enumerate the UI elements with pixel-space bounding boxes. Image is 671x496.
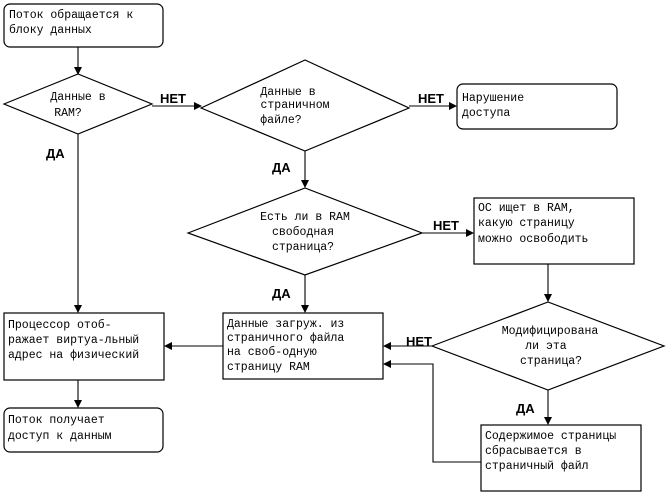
- decision-page-modified-line-2: ли эта: [525, 340, 567, 353]
- node-thread-access-line-2: доступ к данным: [8, 430, 112, 443]
- decision-free-page-line-3: страница?: [272, 241, 334, 254]
- decision-free-page-line-2: свободная: [272, 226, 334, 239]
- edge-pagefile-yes: ДА: [272, 151, 309, 188]
- node-access-violation-line-1: Нарушение: [462, 92, 524, 105]
- edge-in-ram-no: НЕТ: [152, 91, 202, 110]
- decision-free-page: Есть ли в RAM свободная страница?: [186, 187, 424, 276]
- decision-in-pagefile-line-2: страничном: [260, 99, 329, 112]
- decision-in-pagefile: Данные в страничном файле?: [199, 59, 411, 152]
- node-processor-map-line-1: Процессор отоб-: [8, 319, 112, 332]
- decision-in-ram: Данные в RAM?: [2, 73, 154, 135]
- edge-label-free-page-no: НЕТ: [433, 218, 459, 233]
- node-load-from-pagefile-line-3: на своб-одную: [227, 346, 317, 359]
- node-load-from-pagefile-line-1: Данные загруж. из: [227, 318, 344, 331]
- node-processor-map-line-3: адрес на физический: [8, 349, 139, 362]
- edge-modified-yes: ДА: [516, 390, 552, 425]
- node-thread-access-line-1: Поток получает: [8, 414, 105, 427]
- node-access-violation: Нарушение доступа: [456, 83, 618, 130]
- node-flush-page-line-2: сбрасывается в: [485, 445, 582, 458]
- node-thread-access: Поток получает доступ к данным: [3, 407, 164, 453]
- node-load-from-pagefile-line-2: страничного файла: [227, 332, 344, 345]
- node-start-line-2: блоку данных: [9, 24, 92, 37]
- decision-in-pagefile-line-1: Данные в: [260, 86, 315, 99]
- decision-in-ram-line-1: Данные в: [50, 91, 105, 104]
- edge-modified-no: НЕТ: [383, 334, 432, 350]
- edge-pagefile-no: НЕТ: [409, 91, 457, 110]
- node-start-line-1: Поток обращается к: [9, 9, 133, 22]
- edge-os-to-modified: [544, 264, 552, 302]
- node-os-find-page-line-2: какую страницу: [478, 217, 575, 230]
- edge-label-in-ram-yes: ДА: [46, 146, 65, 161]
- edge-in-ram-yes: ДА: [46, 134, 82, 313]
- edge-flush-to-load: [383, 360, 481, 463]
- decision-in-ram-line-2: RAM?: [54, 107, 82, 120]
- node-processor-map-line-2: ражает виртуа-льный: [8, 334, 139, 347]
- edge-label-free-page-yes: ДА: [272, 286, 291, 301]
- node-os-find-page-line-1: ОС ищет в RAM,: [478, 202, 575, 215]
- node-flush-page-line-3: страничный файл: [485, 460, 589, 473]
- edge-label-in-ram-no: НЕТ: [160, 91, 186, 106]
- decision-page-modified-line-1: Модифицирована: [502, 325, 599, 338]
- node-flush-page: Содержимое страницы сбрасывается в стран…: [480, 424, 642, 492]
- decision-in-pagefile-line-3: файле?: [260, 114, 302, 127]
- edge-label-modified-yes: ДА: [516, 401, 535, 416]
- edge-load-to-processor: [164, 342, 223, 350]
- decision-page-modified-line-3: страница?: [520, 355, 582, 368]
- node-processor-map: Процессор отоб- ражает виртуа-льный адре…: [3, 312, 165, 381]
- decision-page-modified: Модифицирована ли эта страница?: [430, 301, 666, 391]
- node-load-from-pagefile-line-4: страницу RAM: [227, 361, 310, 374]
- edge-label-pagefile-yes: ДА: [272, 160, 291, 175]
- edge-free-page-no: НЕТ: [422, 218, 474, 237]
- node-load-from-pagefile: Данные загруж. из страничного файла на с…: [222, 312, 384, 380]
- decision-free-page-line-1: Есть ли в RAM: [260, 211, 350, 224]
- edge-free-page-yes: ДА: [272, 275, 309, 313]
- node-start: Поток обращается к блоку данных: [3, 3, 164, 48]
- edge-label-modified-no: НЕТ: [406, 334, 432, 349]
- edge-start-to-in-ram: [74, 47, 82, 75]
- edge-processor-to-access: [74, 380, 82, 408]
- node-os-find-page: ОС ищет в RAM, какую страницу можно осво…: [473, 197, 635, 265]
- node-access-violation-line-2: доступа: [462, 107, 510, 120]
- edge-label-pagefile-no: НЕТ: [418, 91, 444, 106]
- node-flush-page-line-1: Содержимое страницы: [485, 430, 616, 443]
- node-os-find-page-line-3: можно освободить: [478, 233, 588, 246]
